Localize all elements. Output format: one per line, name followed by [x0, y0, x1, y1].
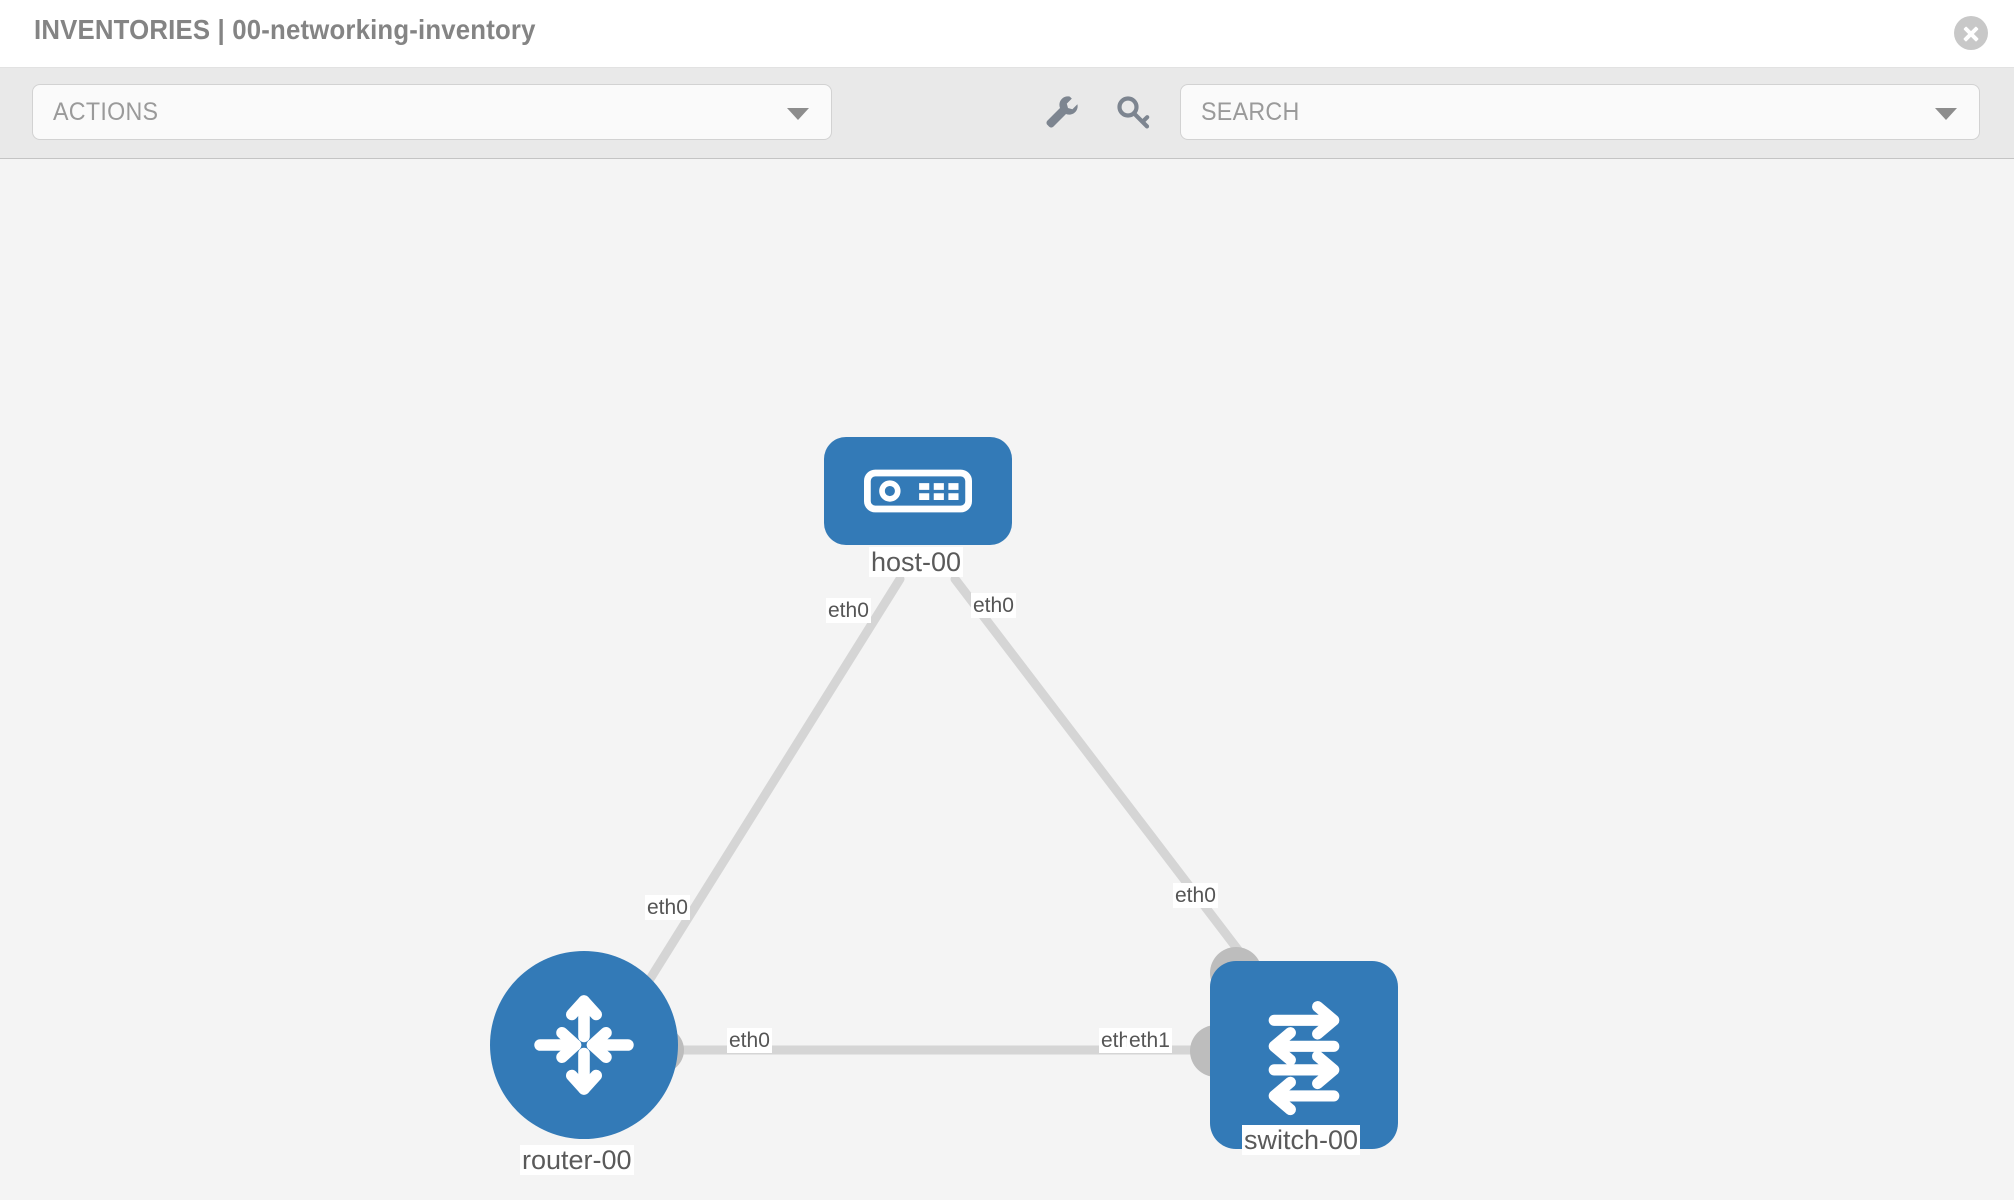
router-node-shape	[490, 951, 678, 1139]
link-label-switch-eth0-up: eth0	[1173, 883, 1218, 908]
node-label: router-00	[520, 1145, 634, 1175]
topology-canvas[interactable]: host-00 eth0 eth0 router-00	[0, 159, 2014, 1200]
link-label-host-eth0-left: eth0	[826, 598, 871, 623]
node-switch-00[interactable]: switch-00	[1190, 931, 1410, 1200]
actions-dropdown[interactable]: ACTIONS	[32, 84, 832, 140]
chevron-down-icon	[1935, 108, 1957, 120]
link-label-router-eth0-up: eth0	[645, 895, 690, 920]
link-label-switch-eth1-left: eth1	[1127, 1028, 1172, 1053]
actions-dropdown-label: ACTIONS	[53, 98, 159, 126]
node-host-00[interactable]: host-00	[824, 437, 1012, 627]
page-title: INVENTORIES | 00-networking-inventory	[34, 14, 536, 45]
link-host-router	[620, 574, 905, 1024]
chevron-down-icon	[787, 108, 809, 120]
link-label-router-eth0-right: eth0	[727, 1028, 772, 1053]
search-input-value: SEARCH	[1201, 98, 1300, 126]
window-header: INVENTORIES | 00-networking-inventory	[0, 0, 2014, 68]
toolbar-icon-group	[1042, 92, 1154, 132]
server-appliance-icon	[864, 469, 972, 513]
topology-links	[620, 574, 1250, 1055]
switch-node-shape	[1210, 961, 1398, 1149]
node-router-00[interactable]: router-00	[490, 951, 690, 1200]
close-icon[interactable]	[1954, 16, 1988, 50]
switch-arrows-icon	[1268, 1001, 1340, 1116]
link-label-host-eth0-right: eth0	[971, 593, 1016, 618]
wrench-icon[interactable]	[1042, 92, 1082, 132]
host-node-shape	[824, 437, 1012, 545]
toolbar: ACTIONS SEARCH	[0, 68, 2014, 159]
key-icon[interactable]	[1114, 92, 1154, 132]
router-four-arrows-icon	[534, 995, 634, 1095]
search-input[interactable]: SEARCH	[1180, 84, 1980, 140]
node-label: host-00	[869, 547, 964, 577]
node-label: switch-00	[1242, 1125, 1361, 1155]
